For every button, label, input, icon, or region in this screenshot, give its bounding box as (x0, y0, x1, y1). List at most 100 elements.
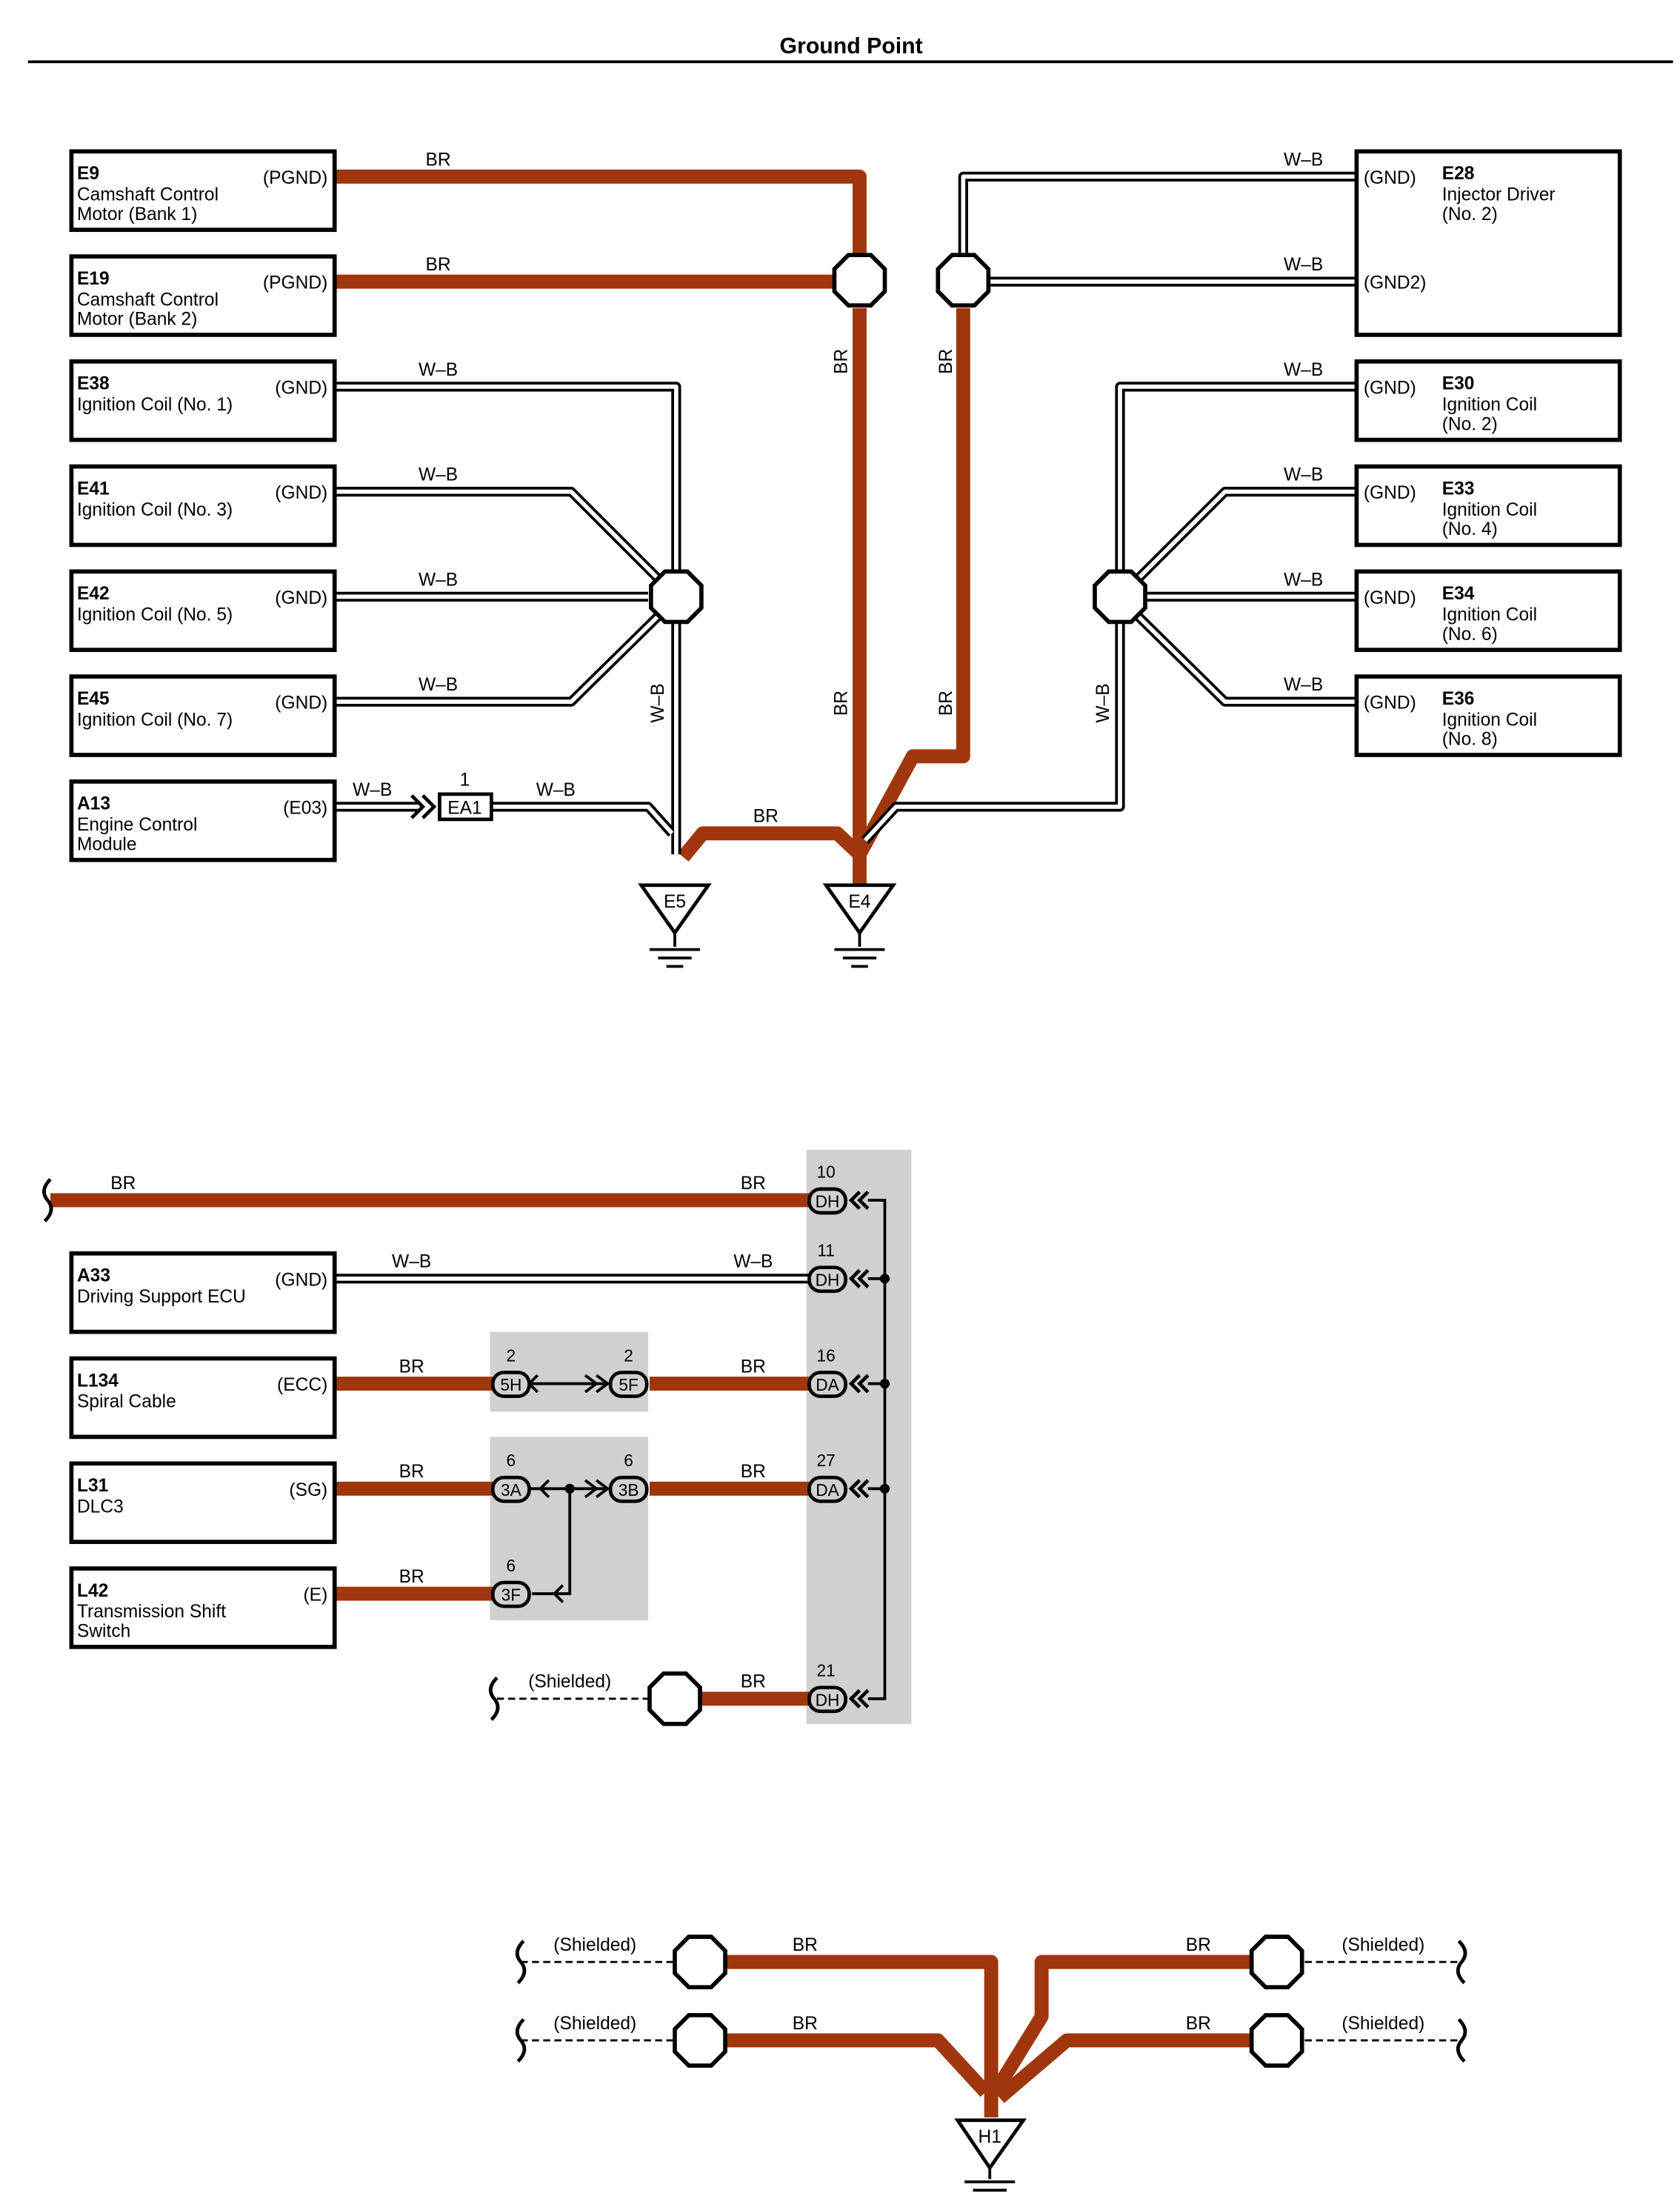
e19-name-1: Camshaft Control (77, 290, 219, 310)
middle-component-boxes (69, 1251, 337, 1649)
splice-points-bottom (673, 1934, 1304, 2068)
a13-pin: (E03) (283, 798, 327, 818)
e33-code: E33 (1442, 479, 1475, 499)
e30-name-1: Ignition Coil (1442, 395, 1537, 415)
middle-component-labels: A33 Driving Support ECU (GND) L134 Spira… (77, 1266, 327, 1642)
splice-wb-right (1093, 569, 1147, 625)
e38-code: E38 (77, 374, 110, 394)
e28-pin2: (GND2) (1364, 273, 1427, 293)
wire-label: BR (793, 2014, 818, 2034)
shielded-label: (Shielded) (553, 1935, 636, 1955)
wire-label: W–B (392, 1252, 431, 1272)
e45-code: E45 (77, 689, 110, 709)
shielded-label: (Shielded) (1341, 1935, 1424, 1955)
wire-label: BR (399, 1567, 424, 1587)
e30-code: E30 (1442, 374, 1475, 394)
e42-code: E42 (77, 584, 110, 604)
wire-label: W–B (1284, 360, 1323, 380)
ground-h1: H1 (954, 2118, 1027, 2192)
e28-pin: (GND) (1364, 168, 1416, 188)
c5f-pin: 2 (624, 1345, 633, 1365)
l42-name-2: Switch (77, 1622, 130, 1642)
e36-code: E36 (1442, 689, 1475, 709)
l31-code: L31 (77, 1476, 108, 1496)
l134-pin: (ECC) (277, 1375, 327, 1395)
e28-name-2: (No. 2) (1442, 204, 1498, 224)
e19-code: E19 (77, 269, 110, 289)
wire-label: BR (426, 150, 451, 170)
l31-name: DLC3 (77, 1497, 124, 1517)
l134-code: L134 (77, 1371, 119, 1391)
ground-e5: E5 (638, 883, 712, 968)
splice-shielded (647, 1671, 702, 1726)
connector-ea1: EA1 1 (410, 771, 493, 822)
shielded-wire-middle: (Shielded) (489, 1671, 702, 1726)
wire-label: W–B (1284, 675, 1323, 695)
a13-name-1: Engine Control (77, 815, 198, 835)
ground-e5-label: E5 (664, 892, 686, 912)
e34-name-2: (No. 6) (1442, 625, 1498, 645)
e36-name-1: Ignition Coil (1442, 710, 1537, 730)
wire-label: BR (1186, 2014, 1211, 2034)
wire-label: BR (741, 1462, 766, 1482)
page-title: Ground Point (780, 34, 923, 59)
c3a-id: 3A (501, 1480, 522, 1500)
br-wires-bottom (725, 1954, 1252, 2117)
l31-pin: (SG) (289, 1480, 327, 1500)
wire-label: W–B (1284, 570, 1323, 590)
dh11-pin: 11 (817, 1241, 835, 1260)
e33-pin: (GND) (1364, 483, 1416, 503)
wire-labels-middle: BR BR W–B W–B BR BR BR BR BR BR (110, 1174, 773, 1692)
e30-pin: (GND) (1364, 378, 1416, 398)
e34-pin: (GND) (1364, 588, 1416, 608)
l42-code: L42 (77, 1581, 108, 1601)
da16-pin: 16 (816, 1345, 835, 1365)
c3b-id: 3B (619, 1480, 639, 1500)
wb-wires-right (861, 171, 1356, 844)
wire-label: W–B (353, 780, 392, 800)
e19-pin: (PGND) (263, 273, 327, 293)
shielded-label: (Shielded) (1341, 2014, 1424, 2034)
c3b-pin: 6 (624, 1451, 633, 1470)
da27-pin: 27 (816, 1451, 835, 1470)
c3f-id: 3F (501, 1586, 521, 1605)
a13-name-2: Module (77, 834, 137, 854)
e9-code: E9 (77, 164, 99, 184)
wire-label: W–B (1284, 255, 1323, 275)
dh10-pin: 10 (816, 1162, 835, 1182)
e36-name-2: (No. 8) (1442, 730, 1498, 750)
e45-name: Ignition Coil (No. 7) (77, 710, 233, 730)
a13-code: A13 (77, 794, 110, 814)
dh21-id: DH (816, 1690, 840, 1709)
wire-label: BR (753, 807, 779, 827)
left-component-labels: E9 Camshaft Control Motor (Bank 1) (PGND… (77, 164, 327, 854)
a33-pin: (GND) (275, 1270, 327, 1290)
shaded-connector-areas (490, 1149, 912, 1724)
wire-label: W–B (419, 360, 458, 380)
ground-e4: E4 (822, 883, 897, 968)
wire-label: W–B (1284, 465, 1323, 485)
e34-name-1: Ignition Coil (1442, 605, 1537, 625)
e45-pin: (GND) (275, 693, 327, 713)
e42-pin: (GND) (275, 588, 327, 608)
splice-wb-top-right (936, 253, 991, 308)
wire-break-symbol (42, 1177, 53, 1222)
wire-label: W–B (648, 683, 668, 722)
wire-label: W–B (419, 465, 458, 485)
shielded-label: (Shielded) (528, 1672, 611, 1692)
wire-label: BR (831, 349, 851, 374)
l42-name-1: Transmission Shift (77, 1602, 226, 1622)
a33-name: Driving Support ECU (77, 1287, 246, 1307)
br-wires-middle (50, 1193, 810, 1706)
c3a-pin: 6 (507, 1451, 516, 1470)
wb-wires-left (336, 382, 681, 855)
e28-code: E28 (1442, 164, 1475, 184)
wire-label: BR (936, 691, 956, 716)
da16-id: DA (816, 1375, 839, 1394)
wire-label: W–B (1284, 150, 1323, 170)
ea1-label: EA1 (447, 798, 481, 818)
e42-name: Ignition Coil (No. 5) (77, 605, 233, 625)
da27-id: DA (816, 1480, 839, 1500)
c5h-id: 5H (500, 1375, 521, 1394)
